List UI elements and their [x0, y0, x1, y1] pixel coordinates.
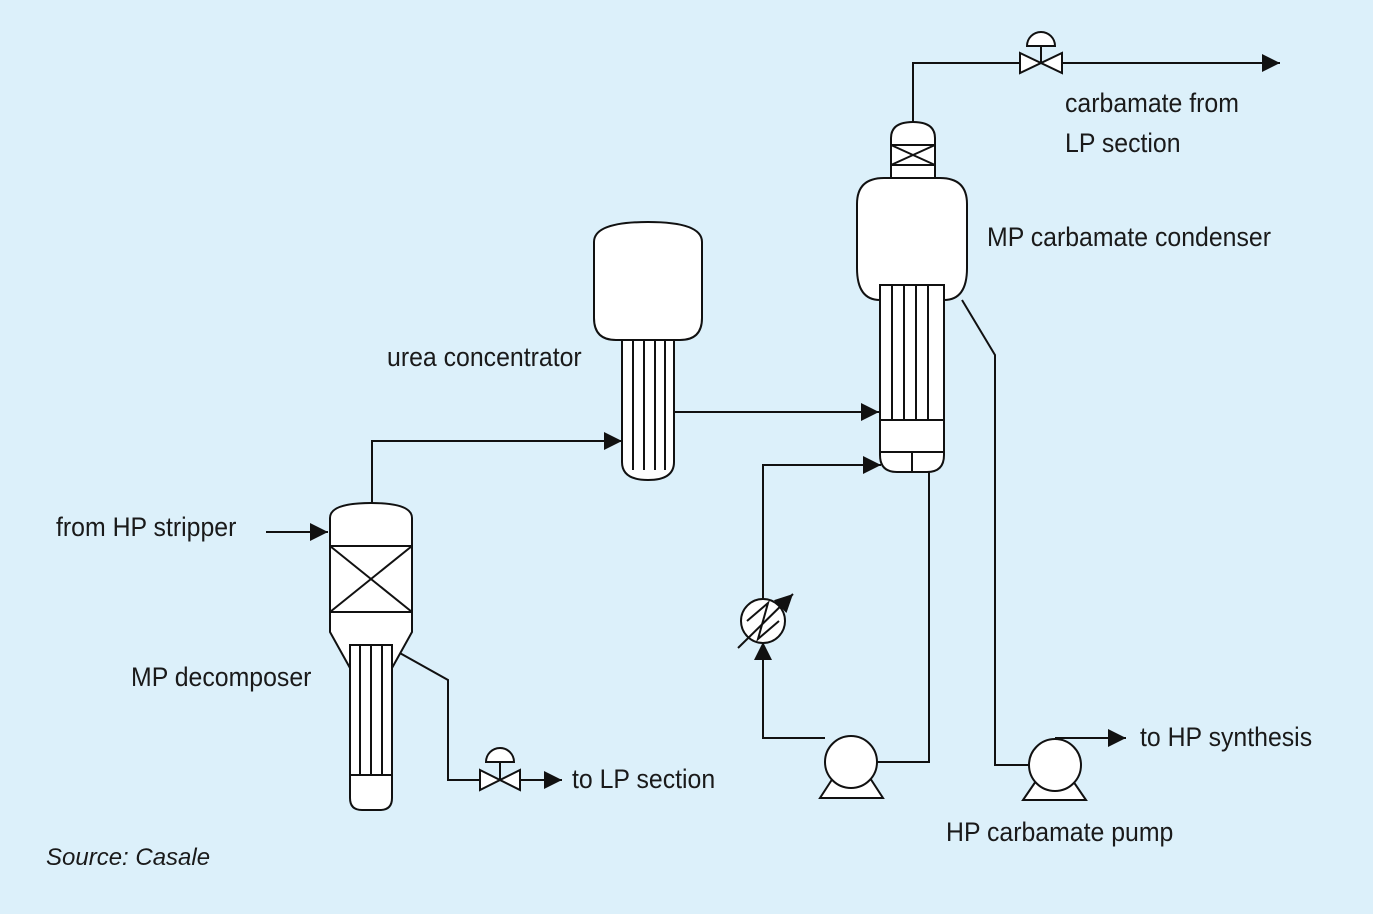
label-hp-carbamate-pump: HP carbamate pump [946, 817, 1174, 847]
hp-carbamate-pump [1021, 738, 1088, 801]
pipe-condenser-top [912, 62, 1020, 122]
label-carbamate-from-line1: carbamate from [1065, 88, 1239, 118]
pipe-pump-to-heater [754, 642, 825, 739]
label-from-hp-stripper: from HP stripper [56, 512, 237, 542]
pipe-decomposer-to-concentrator [371, 432, 622, 503]
pipe-condenser-to-hp-pump [961, 299, 1030, 766]
label-carbamate-from-line2: LP section [1065, 128, 1181, 158]
pipe-decomposer-to-lp [397, 651, 480, 781]
label-to-lp-section: to LP section [572, 764, 716, 794]
urea-concentrator-vessel [593, 220, 703, 482]
source-caption: Source: Casale [46, 844, 211, 871]
pipe-heater-to-condenser [762, 456, 881, 600]
pipe-condenser-bottom-to-pump [876, 472, 930, 763]
recycle-pump [818, 735, 885, 799]
label-mp-decomposer: MP decomposer [131, 662, 312, 692]
label-mp-carbamate-condenser: MP carbamate condenser [987, 222, 1271, 252]
heat-exchanger [737, 593, 794, 649]
mp-carbamate-condenser-vessel [856, 120, 968, 473]
control-valve-carbamate [1019, 31, 1063, 75]
control-valve-lp [479, 747, 521, 792]
label-urea-concentrator: urea concentrator [387, 342, 582, 372]
mp-decomposer-vessel [329, 501, 413, 811]
label-to-hp-synthesis: to HP synthesis [1140, 722, 1313, 752]
